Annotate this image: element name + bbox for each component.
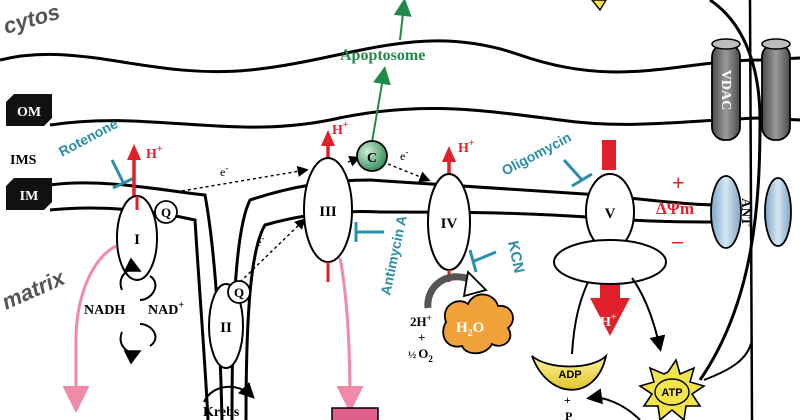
nadh-cycle <box>119 257 157 365</box>
svg-text:e-: e- <box>256 233 264 249</box>
outer-membrane-bottom <box>49 106 800 129</box>
apoptosome-label: Apoptosome <box>340 47 425 64</box>
svg-text:H+: H+ <box>146 144 163 162</box>
ims-label: IMS <box>10 153 37 168</box>
nad-label: NAD+ <box>148 300 184 318</box>
inner-membrane-bottom <box>49 206 210 420</box>
membrane-potential-plus: + <box>672 170 685 195</box>
svg-text:OM: OM <box>17 105 41 120</box>
om-label-box: OM <box>6 94 52 126</box>
svg-text:ATP: ATP <box>661 387 682 399</box>
membrane-potential-label: ΔΨm <box>656 199 694 218</box>
electron-flow-ii-to-iii: e- <box>239 218 307 283</box>
kcn-label: KCN <box>504 239 527 274</box>
electron-flow-q-to-iii: e- <box>175 163 309 193</box>
outer-membrane-top <box>0 39 800 74</box>
svg-text:H2O: H2O <box>456 320 484 339</box>
atp-sun: ATP <box>638 358 706 420</box>
water-cloud: H2O <box>442 293 514 355</box>
svg-text:e-: e- <box>400 147 408 163</box>
svg-text:P: P <box>565 409 572 420</box>
svg-text:VDAC: VDAC <box>718 70 733 110</box>
im-label-box: IM <box>6 178 52 210</box>
ros-arrow-complex-3 <box>336 257 364 413</box>
svg-text:H+: H+ <box>458 138 475 156</box>
complex-v-f1-head <box>553 239 667 285</box>
cytc-to-apoptosome-arrow <box>371 66 391 143</box>
svg-text:IM: IM <box>20 189 39 204</box>
vdac-channel: VDAC <box>711 38 741 141</box>
oxygen-reduction-arrow <box>424 270 488 309</box>
two-h-plus-label: 2H+ <box>410 313 432 329</box>
svg-text:Q: Q <box>161 205 171 220</box>
svg-text:H+: H+ <box>332 120 349 138</box>
complex-iv-label: IV <box>441 216 458 232</box>
adp-to-synthase-arrow <box>571 281 589 355</box>
vdac-right-channel <box>761 38 791 141</box>
membrane-potential-minus: – <box>671 228 684 253</box>
oligomycin-label: Oligomycin <box>499 129 574 179</box>
atp-export-arrow <box>703 339 753 381</box>
synthase-to-atp-arrow <box>631 277 666 352</box>
electron-flow-c-to-iv: e- <box>387 147 431 183</box>
right-membrane-edge <box>698 0 762 381</box>
svg-text:Q: Q <box>234 285 244 300</box>
svg-text:C: C <box>367 151 377 166</box>
kcn-inhibitor-mark <box>468 249 497 273</box>
pink-box-bottom <box>331 407 379 420</box>
ant-right-channel <box>764 177 792 247</box>
svg-text:H+: H+ <box>600 312 617 330</box>
ubiquinone-q1 <box>154 200 178 224</box>
h-plus-arrow-complex-1: H+ <box>127 144 163 200</box>
antimycin-label: Antimycin A <box>377 214 410 297</box>
complex-v-label: V <box>605 206 616 222</box>
svg-text:e-: e- <box>220 163 228 179</box>
oligomycin-inhibitor-mark <box>562 158 593 188</box>
complex-i-label: I <box>134 232 140 248</box>
matrix-label: matrix <box>0 265 69 315</box>
complex-ii-label: II <box>220 320 232 336</box>
cytochrome-c <box>356 140 388 172</box>
top-sun-fragment <box>591 0 607 12</box>
antimycin-inhibitor-mark <box>354 222 384 242</box>
plus-sign: + <box>418 330 425 345</box>
ant-channel: ANT <box>710 175 754 249</box>
right-vertical-line <box>748 0 754 420</box>
svg-text:Krebs: Krebs <box>203 405 240 420</box>
svg-text:+: + <box>564 393 571 407</box>
h-plus-big-arrow-complex-5: H+ <box>590 140 630 336</box>
svg-text:ANT: ANT <box>739 198 754 226</box>
ubiquinone-q2 <box>227 280 251 304</box>
cytosol-label: cytos <box>0 0 62 39</box>
svg-text:ADP: ADP <box>558 369 581 381</box>
adp-cup: ADP + P <box>531 353 608 420</box>
krebs-cycle: Krebs <box>203 381 255 420</box>
rotenone-inhibitor-mark <box>110 159 135 190</box>
ros-arrow-complex-1 <box>62 244 117 413</box>
h-plus-arrow-complex-3: H+ <box>321 120 349 160</box>
h-plus-arrow-complex-4: H+ <box>442 138 475 176</box>
complex-iii-label: III <box>319 204 337 220</box>
apoptosome-arrow-up <box>393 0 412 41</box>
complex-ii <box>208 283 244 369</box>
adp-return-arrow <box>586 388 641 420</box>
nadh-label: NADH <box>84 303 125 318</box>
